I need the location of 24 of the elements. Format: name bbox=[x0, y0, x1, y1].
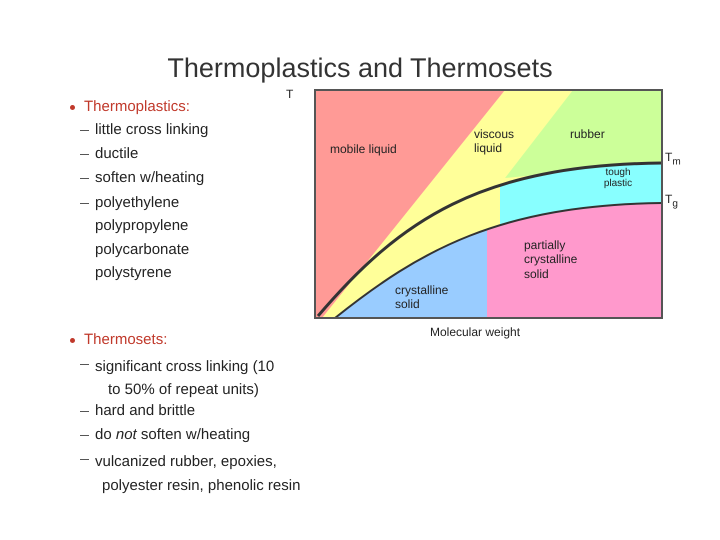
chart-label: crystalline solid bbox=[395, 283, 450, 312]
section-heading: Thermoplastics: bbox=[84, 98, 191, 116]
section-heading: Thermosets: bbox=[84, 331, 168, 349]
chart-label: T$_{g}$ bbox=[665, 192, 678, 210]
chart-label: tough plastic bbox=[602, 168, 634, 189]
chart-label: T$_{m}$ bbox=[665, 150, 681, 168]
list-item: hard and brittle bbox=[95, 402, 196, 420]
list-item: polyethylene bbox=[95, 194, 180, 212]
list-item: vulcanized rubber, epoxies, polyester resin, phenolic resin bbox=[95, 452, 302, 496]
list-item: ductile bbox=[95, 145, 140, 163]
slide-title: Thermoplastics and Thermosets bbox=[166, 52, 554, 84]
list-item: significant cross linking (10 to 50% of repeat units) bbox=[95, 357, 276, 400]
chart-label: T bbox=[286, 87, 294, 102]
list-item: do not soften w/heating bbox=[95, 426, 252, 444]
chart-label: rubber bbox=[570, 127, 605, 142]
chart-label: partially crystalline solid bbox=[524, 238, 578, 282]
chart-label: mobile liquid bbox=[330, 142, 397, 156]
list-item: polycarbonate bbox=[95, 241, 190, 259]
list-item: polystyrene bbox=[95, 264, 173, 282]
list-item: little cross linking bbox=[95, 121, 210, 139]
chart-label: viscous liquid bbox=[474, 127, 516, 156]
list-item: soften w/heating bbox=[95, 169, 206, 187]
list-item: polypropylene bbox=[95, 217, 190, 235]
chart-label: Molecular weight bbox=[430, 325, 520, 340]
